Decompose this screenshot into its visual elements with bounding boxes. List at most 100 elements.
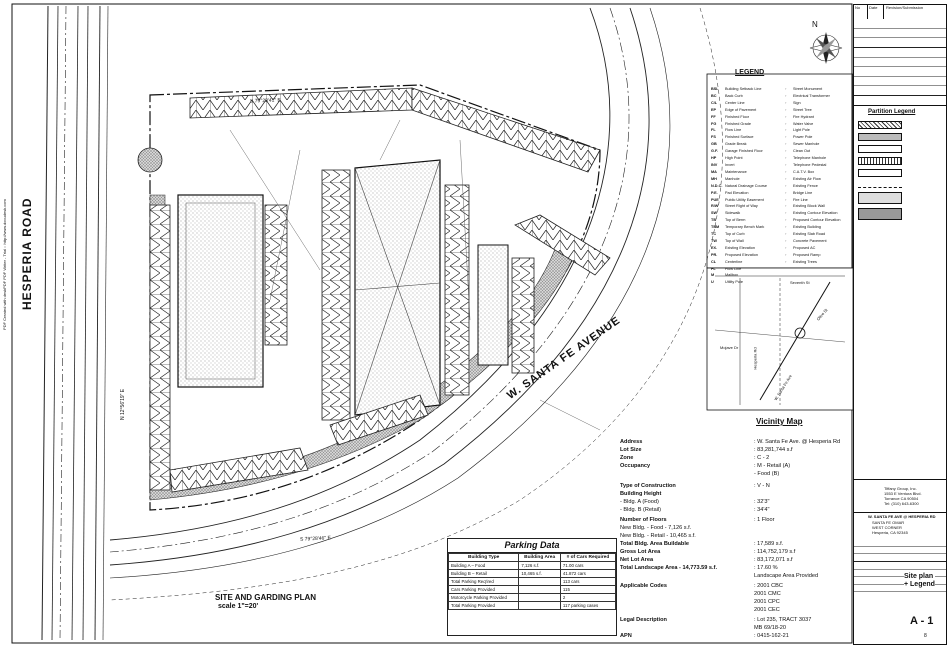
info-label: Type of Construction: [620, 483, 676, 489]
parking-cell: 2: [559, 593, 617, 602]
info-value: : W. Santa Fe Ave. @ Hesperia Rd: [754, 439, 841, 445]
legend-abbr: FS: [711, 135, 716, 140]
legend-symbol-icon: ◦: [785, 176, 787, 181]
legend-desc: Flow Line: [725, 266, 742, 271]
right-parking-column: [444, 184, 470, 396]
info-value: : 32'3": [754, 499, 770, 505]
info-value: MB 69/18-20: [754, 625, 787, 631]
legend-desc: Mailbox: [725, 273, 739, 278]
legend-symbol-label: Proposed AC: [793, 245, 816, 250]
legend-desc: Garage Finished Floor: [725, 149, 763, 154]
bearing-left: N 12°56'19" E: [120, 388, 126, 420]
legend-item: N.D.C.Natural Drainage Course: [711, 183, 783, 190]
info-label: - Bldg. A (Food): [620, 499, 659, 505]
revisions-header: No Date Revision/Submission: [854, 5, 946, 20]
legend-desc: Temporary Bench Mark: [725, 225, 765, 230]
firm-line-1: 1553 E Ventura Blvd.: [884, 491, 922, 496]
legend-abbr: R/W: [711, 204, 719, 209]
hesperia-road-label: HESPERIA ROAD: [20, 197, 34, 310]
legend-abbr: C/L: [711, 100, 718, 105]
parking-data-table: Parking Data Building Type Building Area…: [447, 538, 617, 636]
legend-desc: Finished Grade: [725, 121, 751, 126]
legend-symbol: ◦Proposed Contour Elevation: [785, 217, 851, 224]
legend-desc: Top of Curb: [725, 232, 745, 237]
info-label: Net Lot Area: [620, 557, 654, 563]
info-value: 2001 CEC: [754, 607, 780, 613]
legend-symbol: ◦Clean Out: [785, 148, 851, 155]
title-block: No Date Revision/Submission Partition Le…: [853, 4, 947, 645]
legend-desc: High Point: [725, 156, 743, 161]
rev-col-no: No: [854, 5, 868, 19]
legend-symbol-icon: ◦: [785, 128, 787, 133]
legend-symbol-label: Street Monument: [793, 87, 823, 91]
legend-symbol-label: Existing Air Flow: [793, 176, 821, 181]
info-label: Address: [620, 439, 643, 445]
parking-cell: 113 cars: [559, 577, 617, 586]
rev-col-desc: Revision/Submission: [886, 5, 924, 10]
info-value: : 83,172,071 s.f: [754, 557, 793, 563]
legend-desc: Top of Berm: [725, 218, 746, 223]
legend-symbol-label: Light Pole: [793, 128, 810, 133]
info-value: Landscape Area Provided: [754, 573, 819, 579]
legend-symbol: ◦Street Tree: [785, 107, 851, 114]
legend-symbol: ◦Existing Fence: [785, 183, 851, 190]
parking-cell: [518, 601, 561, 610]
legend-item: PR.Proposed Elevation: [711, 252, 783, 259]
firm-line-0: Tiffany Group, Inc.: [884, 486, 917, 491]
legend-symbol-icon: ◦: [785, 149, 787, 154]
bottom-parking-row: [169, 447, 309, 493]
project-info: Address : W. Santa Fe Ave. @ Hesperia Rd L…: [616, 437, 849, 639]
legend-item: G.F.Garage Finished Floor: [711, 148, 783, 155]
legend-abbr: MA: [711, 169, 717, 174]
info-value: 2001 CMC: [754, 591, 781, 597]
parking-cell: Total Parking Req'ired: [447, 577, 520, 586]
partition-legend-title: Partition Legend: [868, 109, 916, 115]
vicinity-label-3: Mojave Dr: [720, 345, 739, 350]
legend-abbr: FL: [711, 266, 716, 271]
bottom-parking-row-2: [329, 394, 429, 446]
legend-abbr: TC: [711, 232, 717, 237]
legend-desc: Grade Break: [725, 142, 747, 147]
legend-symbol-label: Fire Hydrant: [793, 114, 814, 119]
legend-symbol-label: Existing Trees: [793, 259, 817, 264]
legend-abbr: U: [711, 280, 714, 285]
legend-symbol-icon: ◦: [785, 232, 787, 237]
legend-desc: Pad Elevation: [725, 190, 749, 195]
parking-cell: Building B – Retail: [447, 569, 520, 578]
property-line: [149, 84, 601, 511]
legend-item: MA Maintenance: [711, 169, 783, 176]
legend-symbol-label: Sign: [793, 100, 801, 105]
vicinity-label-4: Seventh St: [790, 280, 810, 285]
info-value: - Food (B): [754, 471, 780, 477]
parking-cell: 7,126 s.f.: [518, 561, 561, 570]
parking-cell: [518, 585, 561, 594]
legend-symbol-label: C.A.T.V. Box: [793, 169, 815, 174]
legend-symbol: ◦Concrete Pavement: [785, 238, 851, 245]
rev-col-date: Date: [868, 5, 884, 19]
info-value: : 1 Floor: [754, 517, 775, 523]
info-label: New Bldg. - Retail - 10,465 s.f.: [620, 533, 696, 539]
legend-desc: Maintenance: [725, 169, 747, 174]
legend-desc: Street Right of Way: [725, 204, 758, 209]
building-a: [177, 194, 264, 388]
legend-symbol-icon: ◦: [785, 162, 787, 167]
revision-rows: [854, 19, 946, 106]
legend-abbr: FF: [711, 114, 716, 119]
legend-item: TC Top of Curb: [711, 231, 783, 238]
legend-desc: Sidewalk: [725, 211, 741, 216]
legend-symbol-label: Proposed Contour Elevation: [793, 218, 841, 223]
legend-symbol-icon: ◦: [785, 225, 787, 230]
info-label: - Bldg. B (Retail): [620, 507, 662, 513]
info-value: : Lot 235, TRACT 3037: [754, 617, 812, 623]
parking-cell: 115: [559, 585, 617, 594]
info-label: Lot Size: [620, 447, 642, 453]
